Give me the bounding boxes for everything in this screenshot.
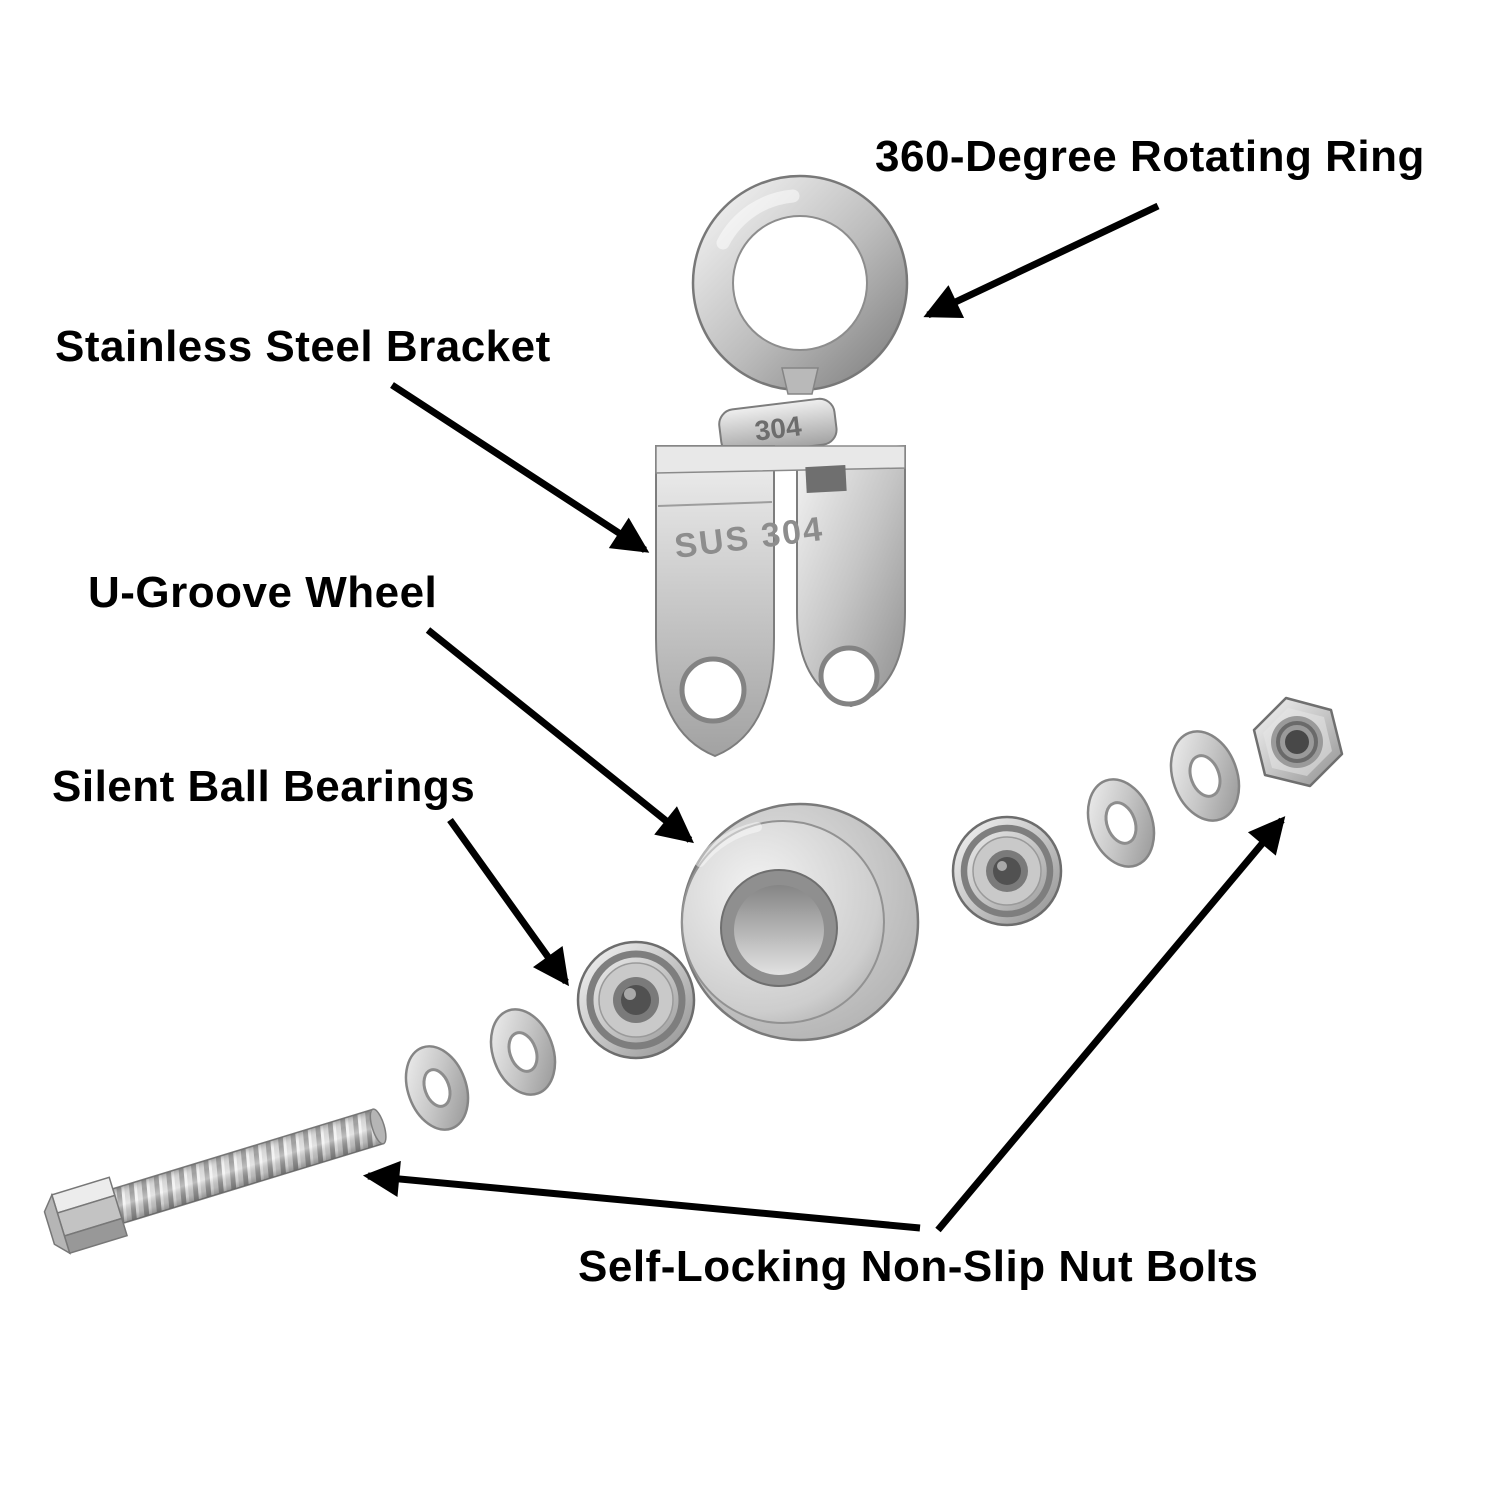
label-bracket: Stainless Steel Bracket bbox=[55, 322, 551, 371]
bracket-top-fold bbox=[655, 445, 906, 474]
bolt-head-end-face bbox=[43, 1192, 71, 1255]
callout-arrows bbox=[362, 202, 1286, 1233]
lock-nut bbox=[1252, 696, 1344, 788]
arrow-rotating-ring bbox=[923, 202, 1160, 319]
hex-bolt bbox=[43, 1108, 387, 1255]
wheel-bore bbox=[734, 885, 824, 975]
arrow-nut bbox=[935, 816, 1286, 1233]
ball-bearing-left bbox=[576, 940, 696, 1060]
label-nut-bolts: Self-Locking Non-Slip Nut Bolts bbox=[578, 1242, 1259, 1291]
rotating-eye-ring: 304 bbox=[691, 174, 909, 457]
ball-bearing-right bbox=[951, 815, 1063, 927]
arrow-bearings bbox=[447, 817, 569, 987]
washer-right-inner bbox=[1086, 778, 1156, 868]
wheel-highlight bbox=[695, 822, 762, 867]
arrow-wheel bbox=[425, 627, 694, 844]
bolt-tip bbox=[369, 1108, 387, 1145]
ring-highlight bbox=[716, 189, 800, 250]
arrow-bolt bbox=[362, 1160, 921, 1232]
washer-right-outer bbox=[1169, 730, 1241, 822]
stainless-steel-bracket: SUS 304 bbox=[655, 444, 906, 758]
bracket-crease bbox=[657, 501, 773, 507]
arrow-bracket bbox=[390, 382, 650, 553]
label-wheel: U-Groove Wheel bbox=[88, 568, 438, 617]
label-rotating-ring: 360-Degree Rotating Ring bbox=[875, 132, 1425, 181]
ring-neck bbox=[781, 367, 819, 395]
bracket-notch bbox=[805, 464, 847, 494]
swivel-collar: 304 bbox=[718, 397, 838, 457]
washer-left-inner bbox=[489, 1008, 557, 1096]
bracket-front-hole bbox=[679, 656, 747, 724]
u-groove-wheel bbox=[680, 802, 920, 1042]
ring-collar-marking: 304 bbox=[753, 410, 804, 447]
label-bearings: Silent Ball Bearings bbox=[52, 762, 476, 811]
bracket-back-hole bbox=[818, 645, 880, 707]
washer-left-outer bbox=[404, 1045, 470, 1131]
